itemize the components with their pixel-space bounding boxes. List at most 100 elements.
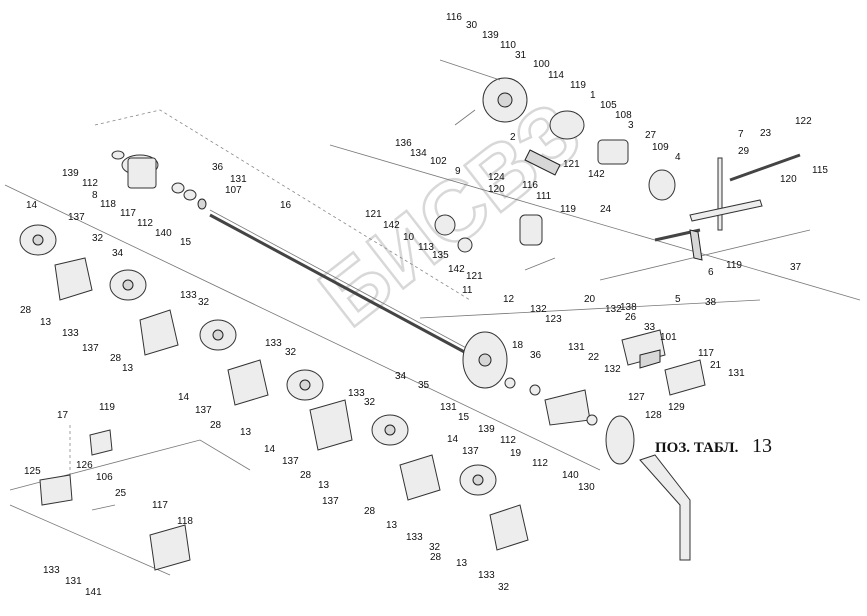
part-label: 119 <box>99 402 115 413</box>
part-label: 131 <box>440 402 457 413</box>
part-label: 132 <box>530 304 547 315</box>
part-label: 15 <box>458 412 470 423</box>
part-label: 133 <box>348 388 365 399</box>
part-label: 102 <box>430 156 447 167</box>
part-label: 128 <box>645 410 662 421</box>
part-label: 28 <box>430 552 442 563</box>
part-label: 139 <box>62 168 79 179</box>
part-label: 37 <box>790 262 802 273</box>
blade-unit-row-2 <box>139 309 237 356</box>
part-label: 33 <box>644 322 656 333</box>
part-label: 14 <box>26 200 38 211</box>
part-label: 115 <box>812 165 828 176</box>
part-label: 141 <box>85 587 102 598</box>
part-label: 112 <box>82 178 98 189</box>
part-label: 21 <box>710 360 722 371</box>
part-label: 4 <box>675 152 681 163</box>
part-label: 8 <box>92 190 98 201</box>
upper-sprocket-assembly <box>439 59 676 201</box>
part-label: 131 <box>728 368 745 379</box>
caption-prefix: ПОЗ. ТАБЛ. <box>655 440 739 456</box>
part-label: 35 <box>418 380 430 391</box>
part-label: 36 <box>212 162 224 173</box>
part-label: 134 <box>410 148 427 159</box>
part-label: 28 <box>210 420 222 431</box>
part-label: 22 <box>588 352 600 363</box>
part-label: 32 <box>285 347 297 358</box>
part-label: 135 <box>432 250 449 261</box>
part-label: 32 <box>498 582 510 593</box>
part-label: 24 <box>600 204 612 215</box>
table-reference-caption: ПОЗ. ТАБЛ. 13 <box>655 435 772 457</box>
part-label: 14 <box>264 444 276 455</box>
part-label: 101 <box>660 332 677 343</box>
part-label: 31 <box>515 50 527 61</box>
part-label: 11 <box>462 285 473 296</box>
blade-unit-row-3 <box>227 359 409 451</box>
part-label: 116 <box>446 12 462 23</box>
part-label: 139 <box>482 30 499 41</box>
part-label: 32 <box>364 397 376 408</box>
part-label: 23 <box>760 128 772 139</box>
bottom-left-detail <box>39 425 191 571</box>
part-label: 12 <box>503 294 515 305</box>
part-label: 132 <box>605 304 622 315</box>
part-label: 2 <box>510 132 516 143</box>
part-label: 137 <box>322 496 339 507</box>
part-label: 29 <box>738 146 750 157</box>
part-label: 16 <box>280 200 292 211</box>
part-label: 28 <box>20 305 32 316</box>
part-label: 34 <box>112 248 124 259</box>
part-label: 133 <box>478 570 495 581</box>
part-number-labels: 1163013911031100114119110510832710941361… <box>20 12 828 598</box>
roller-group-left <box>111 150 207 210</box>
part-label: 32 <box>92 233 104 244</box>
part-label: 140 <box>562 470 579 481</box>
part-label: 112 <box>532 458 548 469</box>
part-label: 32 <box>429 542 441 553</box>
bracket-plates <box>621 329 706 396</box>
part-label: 127 <box>628 392 645 403</box>
part-label: 116 <box>522 180 538 191</box>
part-label: 25 <box>115 488 127 499</box>
part-label: 109 <box>652 142 669 153</box>
part-label: 117 <box>698 348 714 359</box>
part-label: 131 <box>230 174 247 185</box>
part-label: 131 <box>65 576 82 587</box>
part-label: 15 <box>180 237 192 248</box>
part-label: 125 <box>24 466 41 477</box>
part-label: 137 <box>82 343 99 354</box>
part-label: 133 <box>265 338 282 349</box>
part-label: 118 <box>100 199 116 210</box>
part-label: 140 <box>155 228 172 239</box>
part-label: 10 <box>403 232 415 243</box>
part-label: 14 <box>447 434 459 445</box>
part-label: 20 <box>584 294 596 305</box>
part-label: 6 <box>708 267 714 278</box>
part-label: 114 <box>548 70 564 81</box>
part-label: 132 <box>604 364 621 375</box>
part-label: 133 <box>180 290 197 301</box>
part-label: 137 <box>68 212 85 223</box>
blade-unit-row-4 <box>399 454 529 551</box>
part-label: 139 <box>478 424 495 435</box>
part-label: 142 <box>588 169 605 180</box>
lever-arm-bottom-right <box>639 454 691 561</box>
part-label: 28 <box>110 353 122 364</box>
part-label: 5 <box>675 294 681 305</box>
part-label: 131 <box>568 342 585 353</box>
part-label: 123 <box>545 314 562 325</box>
part-label: 112 <box>500 435 516 446</box>
part-label: 142 <box>383 220 400 231</box>
part-label: 14 <box>178 392 190 403</box>
part-label: 112 <box>137 218 153 229</box>
part-label: 13 <box>456 558 468 569</box>
part-label: 100 <box>533 59 550 70</box>
part-label: 137 <box>462 446 479 457</box>
part-label: 26 <box>625 312 637 323</box>
part-label: 13 <box>122 363 134 374</box>
part-label: 13 <box>386 520 398 531</box>
part-label: 19 <box>510 448 522 459</box>
part-label: 13 <box>240 427 252 438</box>
